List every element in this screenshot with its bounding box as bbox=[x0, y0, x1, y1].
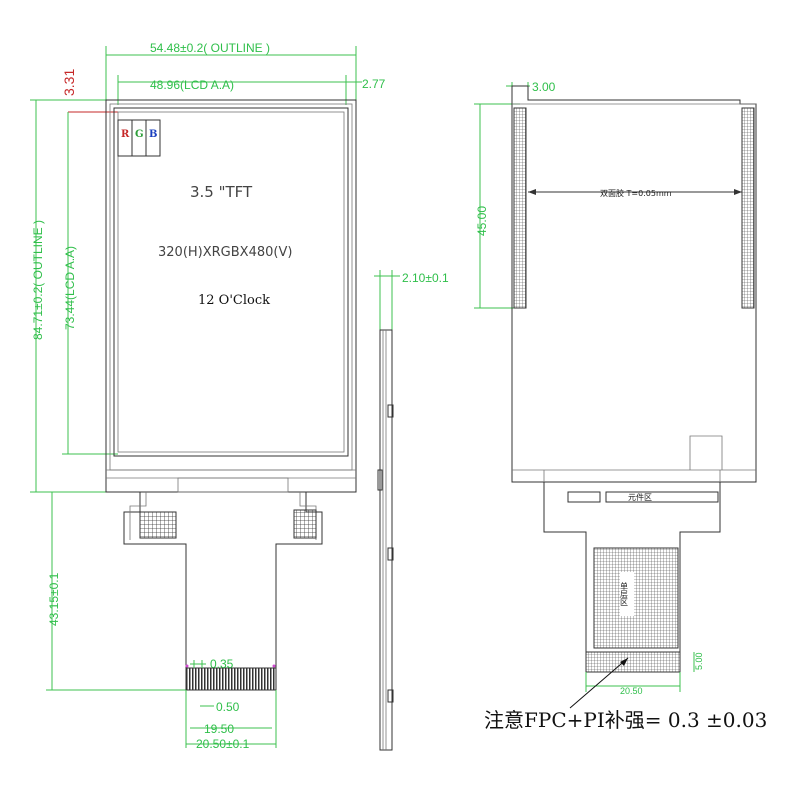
back-view: 3.00 45.00 双面胶 T=0.05mm 元件区 单层区 20.50 5.… bbox=[474, 80, 757, 709]
thickness-dim: 2.10±0.1 bbox=[402, 271, 449, 285]
tape-strip-right bbox=[741, 107, 755, 309]
pad-width-dim: 0.50 bbox=[216, 700, 240, 714]
outline-height-dim: 84.71±0.2( OUTLINE ) bbox=[31, 220, 45, 340]
stiffener-note: 注意FPC+PI补强= 0.3 ±0.03 bbox=[484, 708, 767, 732]
viewing-direction-label: 12 O'Clock bbox=[198, 293, 270, 308]
lcd-aa-width-dim: 48.96(LCD A.A) bbox=[150, 78, 234, 92]
tape-label: 双面胶 T=0.05mm bbox=[600, 188, 672, 198]
active-area bbox=[113, 107, 349, 457]
stiffener-pad bbox=[585, 651, 681, 673]
panel-size-label: 3.5 "TFT bbox=[190, 183, 253, 201]
pitch-dim: 0.35 bbox=[210, 657, 234, 671]
lcd-aa-height-dim: 73.44(LCD A.A) bbox=[63, 246, 77, 330]
rgb-b-label: B bbox=[149, 129, 157, 140]
rgb-g-label: G bbox=[135, 129, 144, 140]
front-view: 54.48±0.2( OUTLINE ) 48.96(LCD A.A) 2.77… bbox=[30, 41, 386, 751]
tape-strip-left bbox=[513, 107, 527, 309]
back-top-offset-dim: 3.00 bbox=[532, 80, 556, 94]
tape-height-dim: 45.00 bbox=[475, 206, 489, 236]
fpc-length-dim: 43.15±0.1 bbox=[47, 572, 61, 626]
single-layer-zone bbox=[593, 547, 679, 649]
fpc-width-dim: 20.50±0.1 bbox=[196, 737, 250, 751]
component-zone-label: 元件区 bbox=[628, 492, 652, 502]
rgb-r-label: R bbox=[121, 129, 130, 140]
side-view: 2.10±0.1 bbox=[374, 270, 449, 751]
fpc-component-pads bbox=[139, 509, 317, 539]
stiffener-width-dim: 20.50 bbox=[620, 686, 643, 696]
right-offset-dim: 2.77 bbox=[362, 77, 386, 91]
back-outline bbox=[511, 85, 757, 483]
fpc-fingers bbox=[185, 667, 277, 691]
stiffener-height-dim: 5.00 bbox=[694, 652, 704, 670]
single-layer-zone-label: 单层区 bbox=[620, 581, 629, 606]
resolution-label: 320(H)XRGBX480(V) bbox=[158, 245, 292, 260]
top-offset-callout: 3.31 bbox=[61, 69, 77, 96]
outline-width-dim: 54.48±0.2( OUTLINE ) bbox=[150, 41, 270, 55]
pins-span-dim: 19.50 bbox=[204, 722, 234, 736]
